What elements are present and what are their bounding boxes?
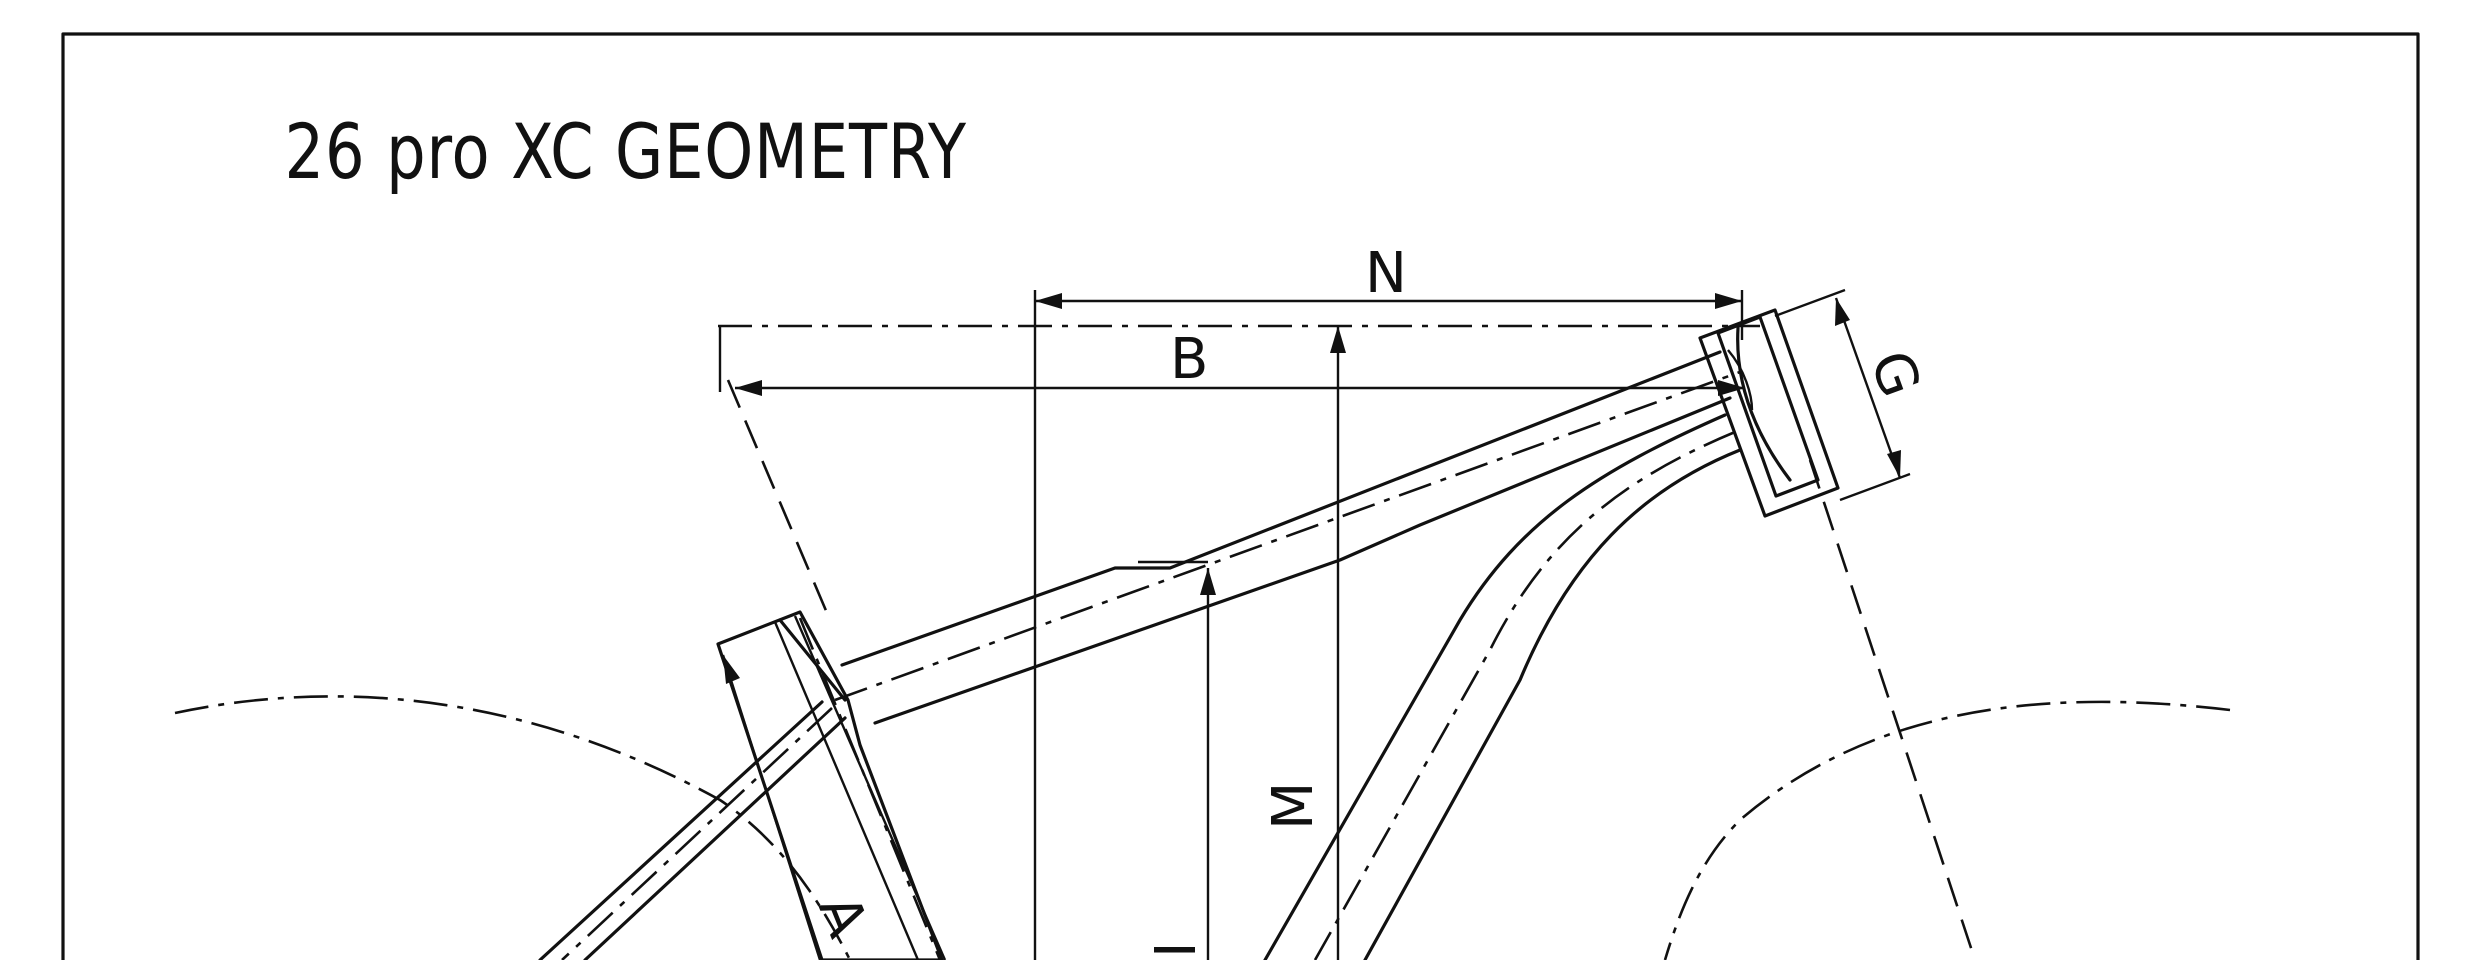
seat-stay	[538, 700, 847, 960]
dim-b-arrow-right	[1718, 380, 1745, 396]
dim-g-arrow-top	[1835, 298, 1850, 326]
label-i: I	[1144, 941, 1209, 958]
dim-i-arrow-top	[1200, 568, 1216, 595]
dim-g-line	[1834, 297, 1902, 479]
label-g: G	[1857, 343, 1933, 406]
dim-m-arrow-top	[1330, 326, 1346, 353]
steering-axis-line	[1808, 459, 1977, 960]
dim-n-arrow-left	[1035, 293, 1062, 309]
front-wheel-outline	[1663, 700, 2231, 960]
head-tube	[1698, 308, 1840, 518]
rear-wheel-outline	[174, 695, 852, 960]
drawing-title: 26 pro XC GEOMETRY	[285, 108, 967, 197]
dim-a-ext	[721, 654, 822, 960]
label-b: B	[1170, 327, 1208, 392]
label-n: N	[1365, 241, 1407, 306]
label-m: M	[1261, 782, 1326, 830]
dim-g-ext-top	[1774, 288, 1846, 318]
seat-axis-extension	[726, 379, 832, 621]
drawing-border	[61, 32, 2420, 960]
dim-n-arrow-right	[1715, 293, 1742, 309]
dim-g-ext-bottom	[1839, 472, 1911, 502]
seat-tube: A	[716, 610, 947, 960]
dim-b-arrow-left	[735, 380, 762, 396]
top-tube	[834, 350, 1741, 725]
down-tube	[1263, 413, 1742, 960]
label-a: A	[805, 886, 880, 946]
dim-a-arrow-top	[723, 655, 740, 684]
dim-g-arrow-bottom	[1887, 450, 1901, 478]
